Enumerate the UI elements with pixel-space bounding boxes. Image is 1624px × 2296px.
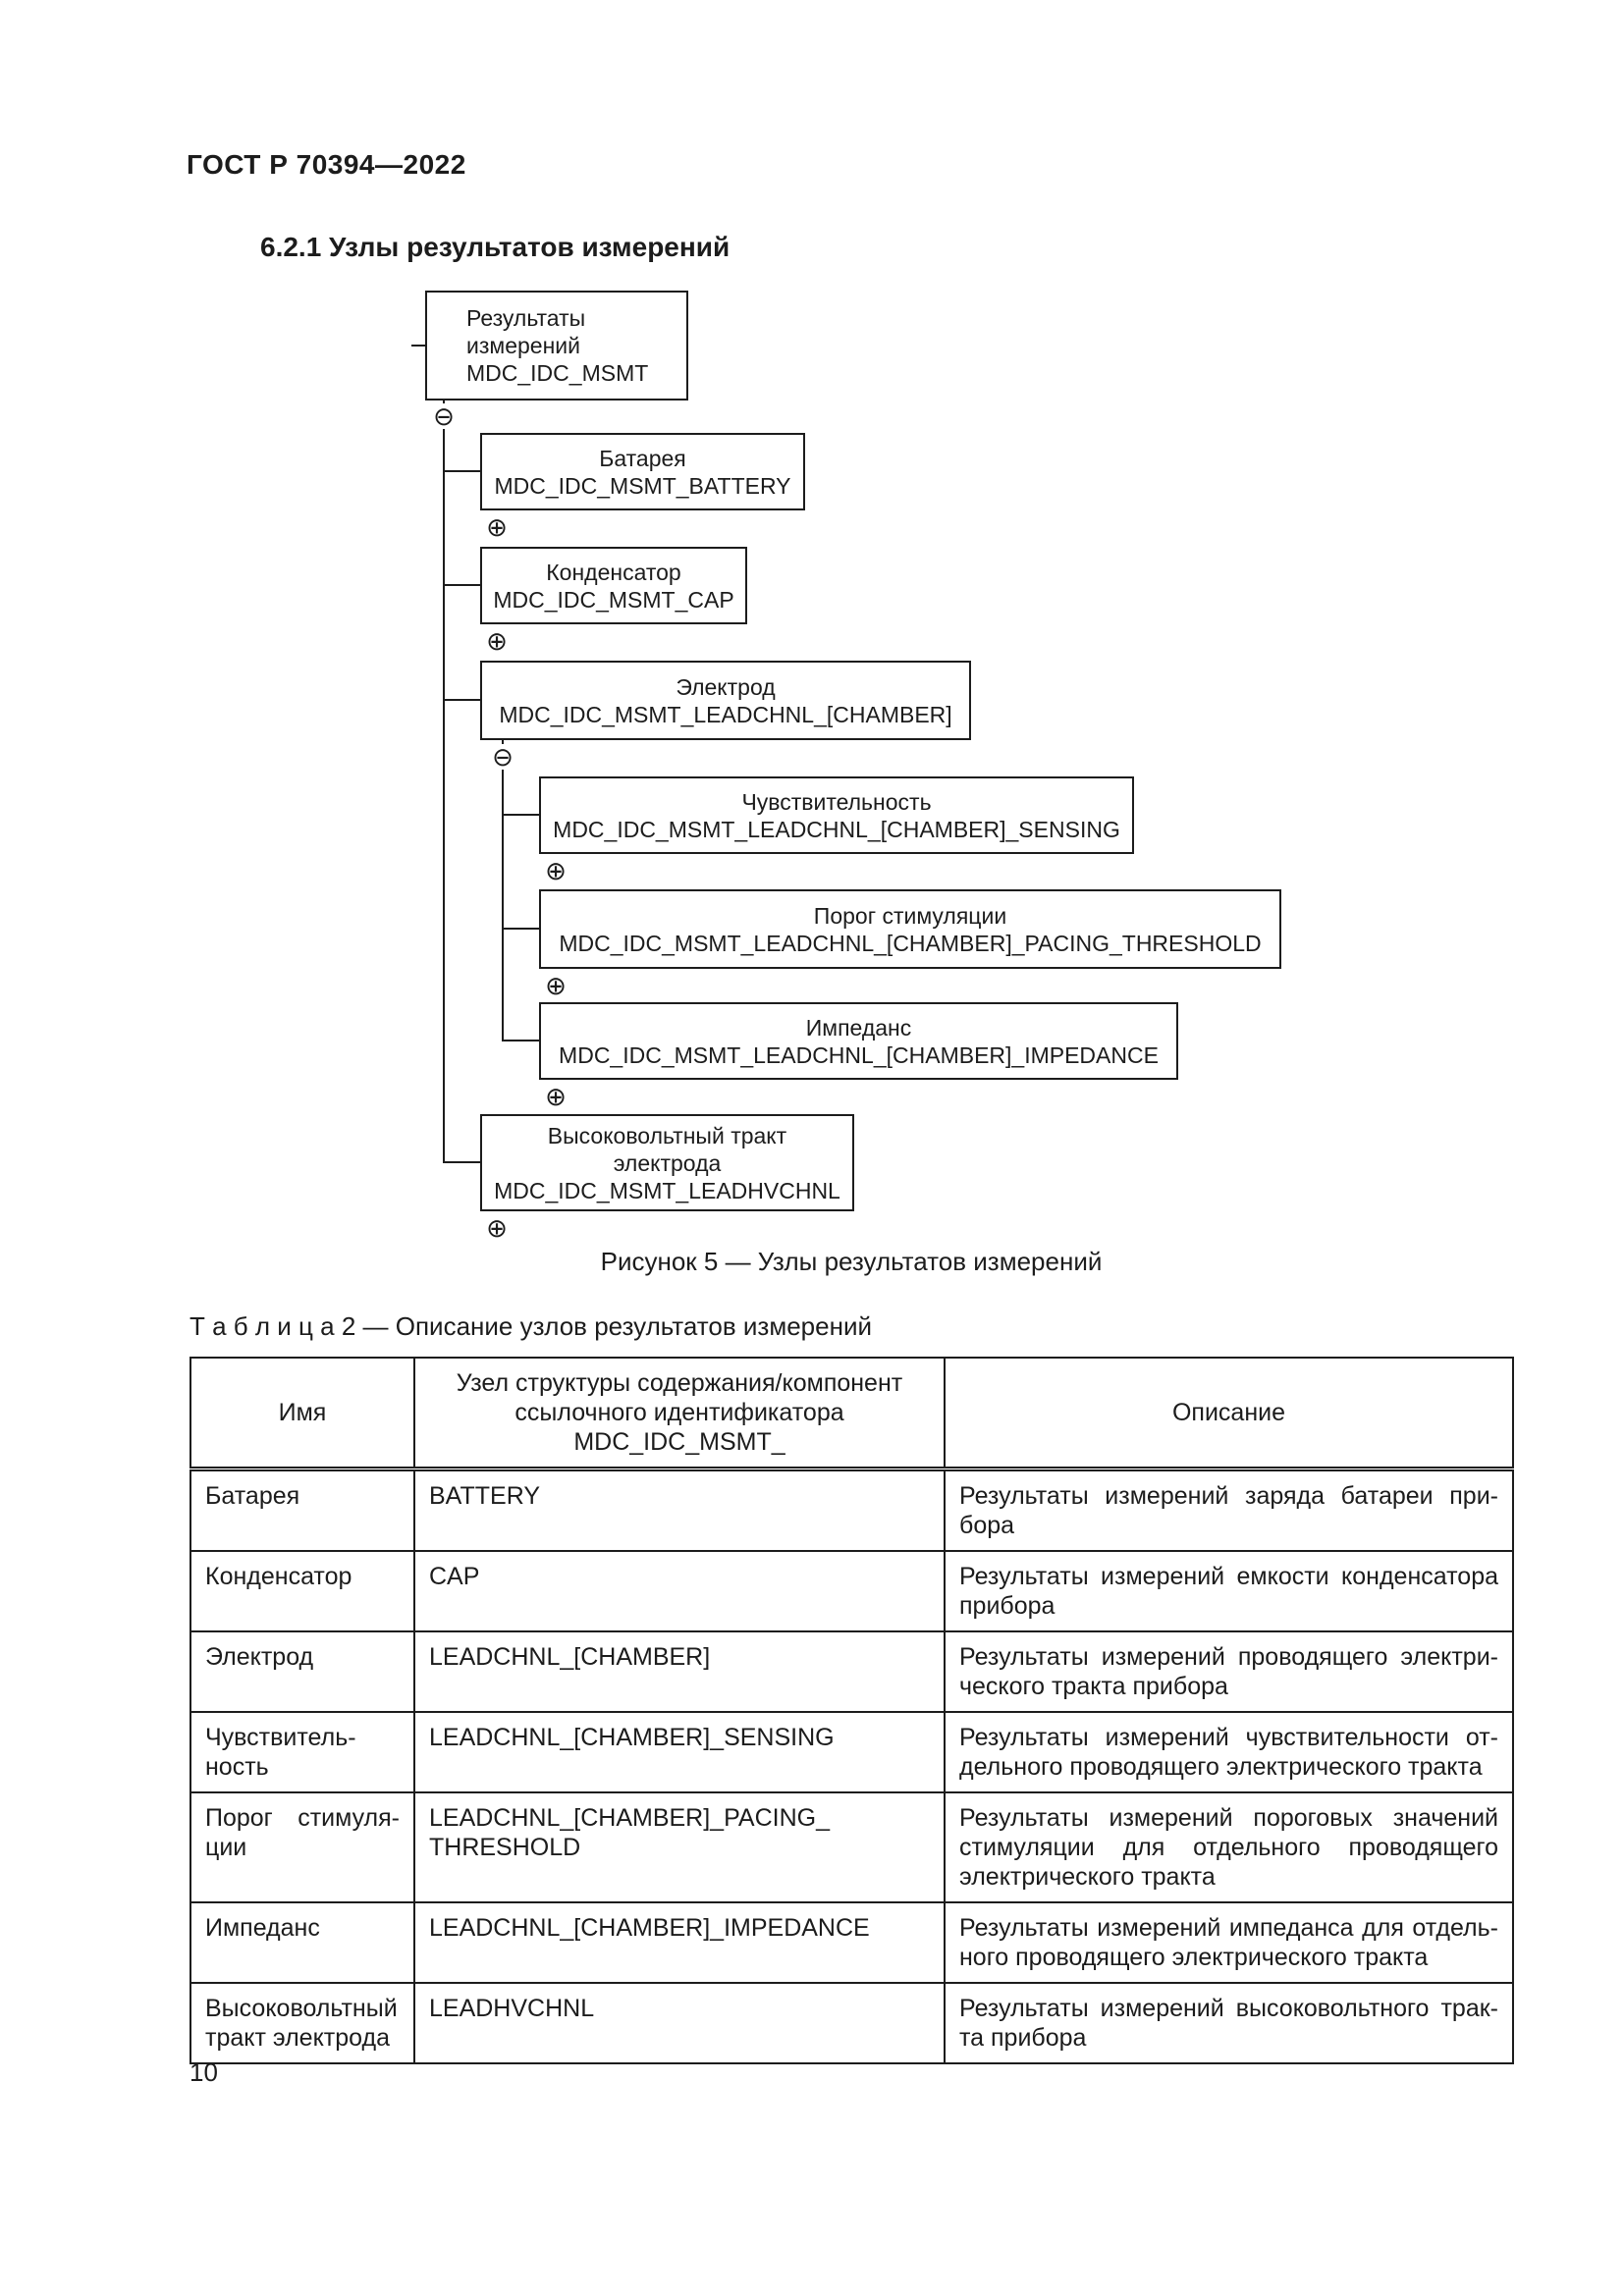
tree-connector-line <box>502 740 504 1041</box>
cell-description: Результаты измерений импеданса для отдел… <box>944 1901 1514 1984</box>
table-caption: Т а б л и ц а 2 — Описание узлов результ… <box>189 1311 873 1341</box>
section-heading: 6.2.1 Узлы результатов измерений <box>260 232 731 262</box>
tree-connector-line <box>411 345 425 347</box>
tree-expand-icon: ⊕ <box>543 858 568 883</box>
tree-node-sensing: Чувствительность MDC_IDC_MSMT_LEADCHNL_[… <box>539 776 1134 854</box>
cell-description: Результаты измерений чувствительности от… <box>944 1711 1514 1793</box>
tree-node-battery: Батарея MDC_IDC_MSMT_BATTERY <box>480 433 805 510</box>
tree-collapse-icon: ⊖ <box>431 403 457 429</box>
cell-name: Высоковольт­ный тракт электрода <box>189 1982 415 2064</box>
cell-name: Порог стимуля­ции <box>189 1791 415 1903</box>
tree-connector-line <box>443 584 482 586</box>
tree-connector-line <box>443 699 482 701</box>
tree-node-capacitor: Конденсатор MDC_IDC_MSMT_CAP <box>480 547 747 624</box>
cell-name: Электрод <box>189 1630 415 1713</box>
table-row: Электрод LEADCHNL_[CHAMBER] Результаты и… <box>189 1630 1514 1713</box>
tree-expand-icon: ⊕ <box>543 1084 568 1109</box>
tree-expand-icon: ⊕ <box>484 628 510 654</box>
cell-node: LEADHVCHNL <box>413 1982 946 2064</box>
tree-node-electrode: Электрод MDC_IDC_MSMT_LEADCHNL_[CHAMBER] <box>480 661 971 740</box>
tree-node-impedance: Импеданс MDC_IDC_MSMT_LEADCHNL_[CHAMBER]… <box>539 1002 1178 1080</box>
cell-node: LEADCHNL_[CHAMBER]_SENSING <box>413 1711 946 1793</box>
page-number: 10 <box>189 2057 218 2087</box>
cell-node: LEADCHNL_[CHAMBER]_PACING_​THRESHOLD <box>413 1791 946 1903</box>
cell-name: Конденсатор <box>189 1550 415 1632</box>
column-header-name: Имя <box>189 1357 415 1471</box>
column-header-node: Узел структуры содержания/компонент ссыл… <box>413 1357 946 1471</box>
cell-description: Результаты измерений заряда батареи при­… <box>944 1468 1514 1552</box>
cell-description: Результаты измерений проводящего электри… <box>944 1630 1514 1713</box>
cell-node: LEADCHNL_[CHAMBER] <box>413 1630 946 1713</box>
cell-name: Батарея <box>189 1468 415 1552</box>
cell-node: LEADCHNL_[CHAMBER]_IMPEDANCE <box>413 1901 946 1984</box>
tree-expand-icon: ⊕ <box>543 973 568 998</box>
tree-connector-line <box>443 400 445 1163</box>
tree-expand-icon: ⊕ <box>484 1215 510 1241</box>
tree-node-pacing-threshold: Порог стимуляции MDC_IDC_MSMT_LEADCHNL_[… <box>539 889 1281 969</box>
tree-collapse-icon: ⊖ <box>490 744 515 770</box>
cell-name: Чувствитель­ность <box>189 1711 415 1793</box>
cell-description: Результаты измерений высоковольтного тра… <box>944 1982 1514 2064</box>
tree-connector-line <box>443 470 482 472</box>
cell-node: CAP <box>413 1550 946 1632</box>
figure-caption: Рисунок 5 — Узлы результатов измерений <box>600 1247 1103 1276</box>
table-row: Конденсатор CAP Результаты измерений емк… <box>189 1550 1514 1632</box>
tree-connector-line <box>502 814 541 816</box>
table-row: Импеданс LEADCHNL_[CHAMBER]_IMPEDANCE Ре… <box>189 1901 1514 1984</box>
column-header-description: Описание <box>944 1357 1514 1471</box>
cell-description: Результаты измерений пороговых значений … <box>944 1791 1514 1903</box>
cell-name: Импеданс <box>189 1901 415 1984</box>
table-row: Батарея BATTERY Результаты измерений зар… <box>189 1468 1514 1552</box>
tree-expand-icon: ⊕ <box>484 514 510 540</box>
tree-node-root: Результаты измерений MDC_IDC_MSMT <box>425 291 688 400</box>
document-header: ГОСТ Р 70394—2022 <box>187 149 466 180</box>
tree-node-hv-lead: Высоковольтный тракт электрода MDC_IDC_M… <box>480 1114 854 1211</box>
table-row: Высоковольт­ный тракт электрода LEADHVCH… <box>189 1982 1514 2064</box>
cell-description: Результаты измерений емкости конденсатор… <box>944 1550 1514 1632</box>
cell-node: BATTERY <box>413 1468 946 1552</box>
tree-connector-line <box>502 1040 541 1041</box>
table-row: Порог стимуля­ции LEADCHNL_[CHAMBER]_PAC… <box>189 1791 1514 1903</box>
measurement-nodes-table: Имя Узел структуры содержания/компонент … <box>189 1357 1514 2064</box>
tree-connector-line <box>443 1161 482 1163</box>
table-row: Чувствитель­ность LEADCHNL_[CHAMBER]_SEN… <box>189 1711 1514 1793</box>
table-header-row: Имя Узел структуры содержания/компонент … <box>189 1357 1514 1471</box>
tree-connector-line <box>502 928 541 930</box>
